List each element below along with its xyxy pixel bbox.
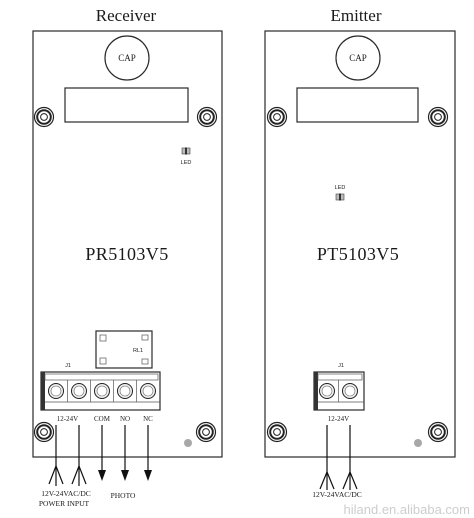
emitter-section: Emitter CAP LED PT5103V5 J1 12-24V 1 bbox=[264, 6, 456, 499]
relay-pin bbox=[141, 334, 149, 341]
emitter-title: Emitter bbox=[331, 6, 382, 25]
terminal-screw-icon bbox=[71, 383, 87, 399]
terminal-label-nc: NC bbox=[143, 415, 153, 423]
terminal-block-end bbox=[41, 372, 45, 410]
receiver-section: Receiver CAP LED PR5103V5 RL1 J1 bbox=[32, 6, 223, 508]
terminal-label-com: COM bbox=[94, 415, 111, 423]
terminal-label-no: NO bbox=[120, 415, 130, 423]
receiver-relay-label: RL1 bbox=[133, 348, 143, 354]
emitter-terminal-block bbox=[313, 371, 365, 411]
receiver-slot bbox=[64, 87, 189, 123]
terminal-block-end bbox=[314, 372, 318, 410]
emitter-led-label: LED bbox=[335, 185, 346, 191]
up-arrow-icon bbox=[71, 464, 87, 485]
mounting-hole-icon bbox=[427, 106, 449, 128]
receiver-cap-label: CAP bbox=[118, 53, 136, 63]
mounting-hole-icon bbox=[196, 106, 218, 128]
terminal-block-top-strip bbox=[317, 373, 363, 381]
receiver-photo-label: PHOTO bbox=[111, 491, 136, 500]
down-arrow-icon bbox=[121, 470, 129, 481]
receiver-title: Receiver bbox=[96, 6, 157, 25]
mounting-hole-icon bbox=[33, 106, 55, 128]
emitter-slot bbox=[296, 87, 419, 123]
receiver-model: PR5103V5 bbox=[85, 244, 168, 264]
receiver-terminal-block bbox=[40, 371, 161, 411]
emitter-connector-label: J1 bbox=[338, 363, 344, 369]
emitter-cap bbox=[335, 35, 381, 81]
emitter-marker-dot bbox=[414, 439, 422, 447]
receiver-cap bbox=[104, 35, 150, 81]
down-arrow-icon bbox=[144, 470, 152, 481]
up-arrow-icon bbox=[342, 470, 358, 490]
watermark: hiland.en.alibaba.com bbox=[344, 502, 470, 517]
terminal-screw-icon bbox=[117, 383, 133, 399]
relay-pin bbox=[99, 334, 107, 342]
emitter-model: PT5103V5 bbox=[317, 244, 399, 264]
relay-pin bbox=[99, 357, 107, 365]
terminal-label-power: 12-24V bbox=[57, 415, 78, 423]
terminal-screw-icon bbox=[319, 383, 335, 399]
receiver-led-label: LED bbox=[181, 160, 192, 166]
relay-pin bbox=[141, 358, 149, 365]
receiver-power-input-line1: 12V-24VAC/DC bbox=[41, 489, 91, 498]
mounting-hole-icon bbox=[266, 106, 288, 128]
up-arrow-icon bbox=[48, 464, 64, 485]
receiver-power-input-line2: POWER INPUT bbox=[39, 499, 90, 508]
terminal-screw-icon bbox=[342, 383, 358, 399]
mounting-hole-icon bbox=[427, 421, 449, 443]
receiver-marker-dot bbox=[184, 439, 192, 447]
mounting-hole-icon bbox=[195, 421, 217, 443]
down-arrow-icon bbox=[98, 470, 106, 481]
mounting-hole-icon bbox=[266, 421, 288, 443]
terminal-screw-icon bbox=[48, 383, 64, 399]
up-arrow-icon bbox=[319, 470, 335, 490]
terminal-screw-icon bbox=[94, 383, 110, 399]
terminal-screw-icon bbox=[140, 383, 156, 399]
mounting-hole-icon bbox=[33, 421, 55, 443]
receiver-connector-label: J1 bbox=[65, 363, 71, 369]
emitter-cap-label: CAP bbox=[349, 53, 367, 63]
receiver-relay bbox=[95, 330, 153, 369]
terminal-block-top-strip bbox=[44, 373, 159, 381]
emitter-power-input-label: 12V-24VAC/DC bbox=[312, 490, 362, 499]
emitter-terminal-label: 12-24V bbox=[328, 415, 349, 423]
